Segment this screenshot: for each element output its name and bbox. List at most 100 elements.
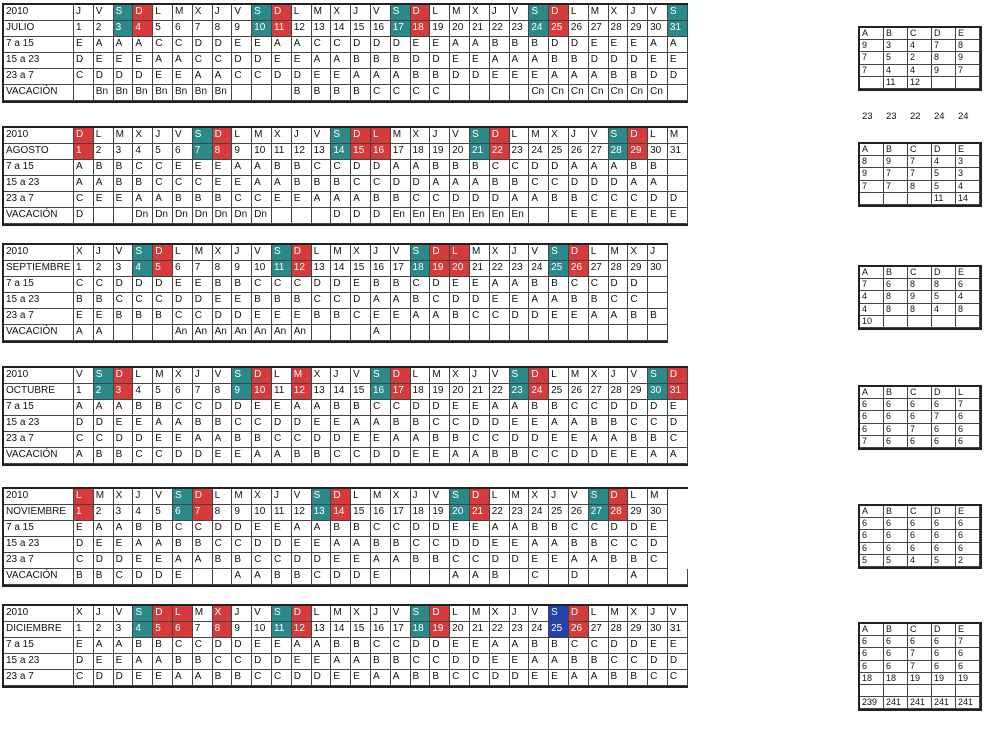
shift-cell: D (430, 400, 451, 416)
shift-cell: C (430, 192, 451, 208)
shift-cell: A (212, 69, 233, 85)
shift-cell: E (568, 208, 589, 224)
shift-cell (667, 176, 688, 192)
summary-cell: 8 (860, 156, 884, 169)
year-label: 2010 (4, 606, 74, 622)
shift-cell: A (153, 537, 173, 553)
shift-cell: B (410, 553, 431, 569)
day-number-cell: 5 (153, 384, 173, 400)
day-number-cell: 2 (93, 505, 114, 521)
shift-cell: E (311, 69, 332, 85)
weekday-cell: M (430, 368, 451, 384)
weekday-cell: L (271, 368, 292, 384)
shift-cell: B (153, 400, 173, 416)
shift-cell: B (133, 521, 154, 537)
summary-cell: 6 (956, 411, 980, 424)
weekday-cell: M (529, 128, 550, 144)
shift-cell: D (450, 293, 470, 309)
summary-cell: 6 (884, 530, 908, 543)
day-number-cell: 8 (212, 505, 233, 521)
summary-cell: 7 (860, 180, 884, 193)
shift-cell: D (529, 432, 550, 448)
shift-cell: E (390, 309, 411, 325)
day-number-cell: 26 (568, 261, 589, 277)
shift-cell: B (232, 670, 253, 686)
shift-cell: C (311, 569, 332, 585)
month-name: NOVIEMBRE (4, 505, 74, 521)
shift-cell: C (568, 638, 589, 654)
summary-cell: 7 (860, 64, 884, 77)
shift-cell: An (232, 325, 253, 341)
shift-cell: D (608, 53, 629, 69)
shift-cell: A (390, 670, 411, 686)
shift-cell: C (588, 638, 609, 654)
shift-cell: D (291, 69, 312, 85)
summary-cell: 6 (860, 648, 884, 661)
shift-cell: A (568, 160, 589, 176)
shift-cell: B (450, 309, 470, 325)
summary-head-cell: B (884, 387, 908, 400)
weekday-cell: M (93, 489, 114, 505)
weekday-cell: S (588, 489, 609, 505)
shift-cell: D (311, 553, 332, 569)
summary-cell: 6 (956, 542, 980, 555)
summary-cell (956, 76, 980, 89)
weekday-cell: L (628, 489, 649, 505)
day-number-cell: 23 (509, 21, 530, 37)
shift-cell: A (529, 654, 550, 670)
day-number-cell: 20 (450, 261, 470, 277)
shift-cell: D (172, 448, 193, 464)
shift-cell: D (549, 160, 569, 176)
shift-cell: D (311, 277, 332, 293)
shift-cell: D (153, 277, 173, 293)
shift-cell: C (588, 400, 609, 416)
day-number-cell: 26 (568, 505, 589, 521)
day-number-cell: 13 (311, 261, 332, 277)
summary-cell: 2 (956, 554, 980, 567)
shift-cell: A (113, 37, 134, 53)
shift-cell: D (450, 654, 470, 670)
shift-cell: Cn (628, 85, 649, 101)
shift-cell: A (192, 670, 213, 686)
summary-cell: 7 (908, 156, 932, 169)
summary-row: 10 (860, 315, 980, 328)
shift-cell: C (252, 69, 272, 85)
day-number-cell: 7 (192, 622, 213, 638)
day-number-cell: 1 (74, 21, 94, 37)
summary-cell (956, 684, 980, 698)
shift-cell (648, 569, 668, 585)
summary-cell: 19 (956, 672, 980, 685)
shift-cell: C (271, 432, 292, 448)
day-number-cell: 24 (529, 505, 550, 521)
shift-cell: D (212, 37, 233, 53)
shift-cell: D (232, 53, 253, 69)
shift-cell: E (469, 638, 490, 654)
shift-cell: D (469, 192, 490, 208)
summary-cell: 6 (932, 636, 956, 649)
shift-cell: C (311, 160, 332, 176)
summary-total: 24 (934, 111, 945, 122)
day-number-cell: 26 (568, 21, 589, 37)
shift-cell: E (271, 638, 292, 654)
shift-cell: D (509, 309, 530, 325)
summary-cell: 6 (932, 660, 956, 673)
shift-cell: D (291, 670, 312, 686)
shift-cell: E (450, 521, 470, 537)
shift-cell: B (212, 192, 233, 208)
shift-cell: B (192, 416, 213, 432)
shift-cell: E (311, 537, 332, 553)
shift-cell: B (291, 160, 312, 176)
shift-cell: C (489, 160, 510, 176)
day-number-cell: 10 (252, 622, 272, 638)
weekday-cell: J (648, 606, 668, 622)
shift-cell: C (410, 85, 431, 101)
shift-cell (667, 85, 688, 101)
shift-cell: D (489, 670, 510, 686)
shift-cell: B (568, 537, 589, 553)
day-number-cell: 14 (331, 261, 352, 277)
